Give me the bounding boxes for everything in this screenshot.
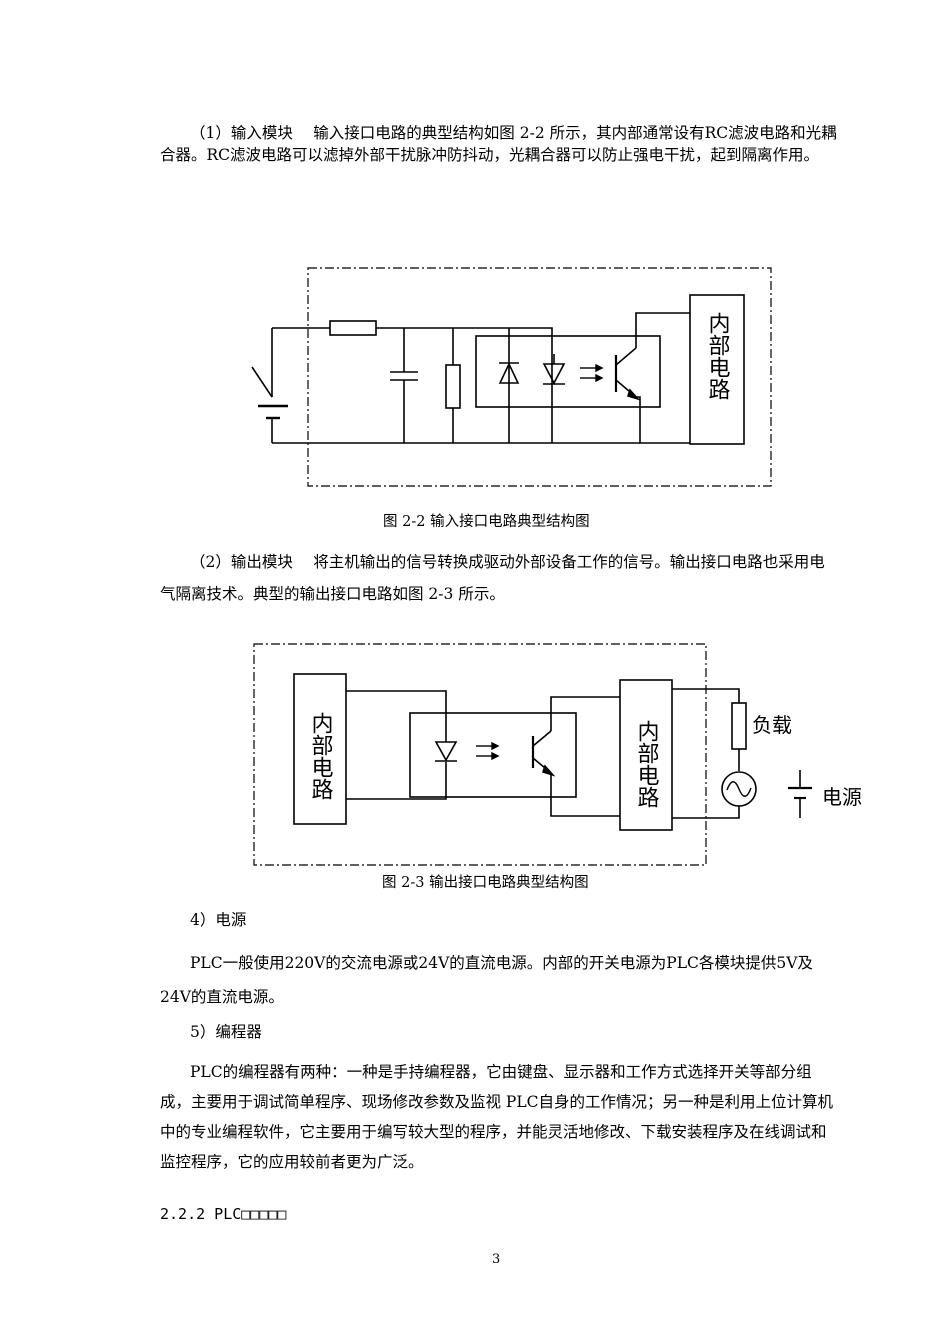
diode-icon <box>498 362 520 384</box>
phototransistor-icon <box>614 347 641 401</box>
capacitor-icon <box>390 328 418 443</box>
input-switch-icon <box>251 328 288 443</box>
resistor-icon <box>445 364 461 409</box>
section-2-2-2-heading: 2.2.2 PLC□□□□□ <box>160 1205 287 1223</box>
section-4-heading: 4）电源 <box>190 911 247 929</box>
internal-circuit-label: 内部电路 <box>308 712 334 800</box>
page-number: 3 <box>492 1252 501 1267</box>
dc-source-icon <box>788 770 812 818</box>
internal-circuit-box <box>689 294 745 445</box>
optocoupler-box <box>475 335 661 408</box>
section-5-body: PLC的编程器有两种：一种是手持编程器，它由键盘、显示器和工作方式选择开关等部分… <box>160 1063 834 1171</box>
internal-circuit-label: 内部电路 <box>634 720 660 808</box>
led-icon <box>434 735 458 762</box>
internal-circuit-box <box>293 673 347 825</box>
section-5-heading: 5）编程器 <box>190 1023 262 1041</box>
input-module-paragraph: （1）输入模块 输入接口电路的典型结构如图 2-2 所示，其内部通常设有RC滤波… <box>160 124 837 164</box>
led-icon <box>542 354 566 385</box>
optocoupler-box <box>409 712 577 798</box>
power-label: 电源 <box>822 785 862 809</box>
output-module-paragraph: （2）输出模块 将主机输出的信号转换成驱动外部设备工作的信号。输出接口电路也采用… <box>160 553 825 603</box>
load-label: 负载 <box>752 713 792 737</box>
light-arrows-icon <box>476 741 500 761</box>
figure-2-3-caption: 图 2-3 输出接口电路典型结构图 <box>382 875 589 891</box>
phototransistor-icon <box>531 730 556 777</box>
internal-circuit-label: 内部电路 <box>705 312 731 400</box>
figure-2-2-caption: 图 2-2 输入接口电路典型结构图 <box>383 514 590 530</box>
input-interface-circuit-diagram: 内部电路 <box>251 267 772 487</box>
light-arrows-icon <box>580 363 604 383</box>
resistor-icon <box>329 320 377 336</box>
internal-circuit-box <box>619 679 673 831</box>
output-interface-circuit-diagram: 内部电路 内部电路 负载 电源 <box>253 643 862 866</box>
load-resistor-icon <box>731 702 747 750</box>
section-4-body: PLC一般使用220V的交流电源或24V的直流电源。内部的开关电源为PLC各模块… <box>160 954 813 1006</box>
